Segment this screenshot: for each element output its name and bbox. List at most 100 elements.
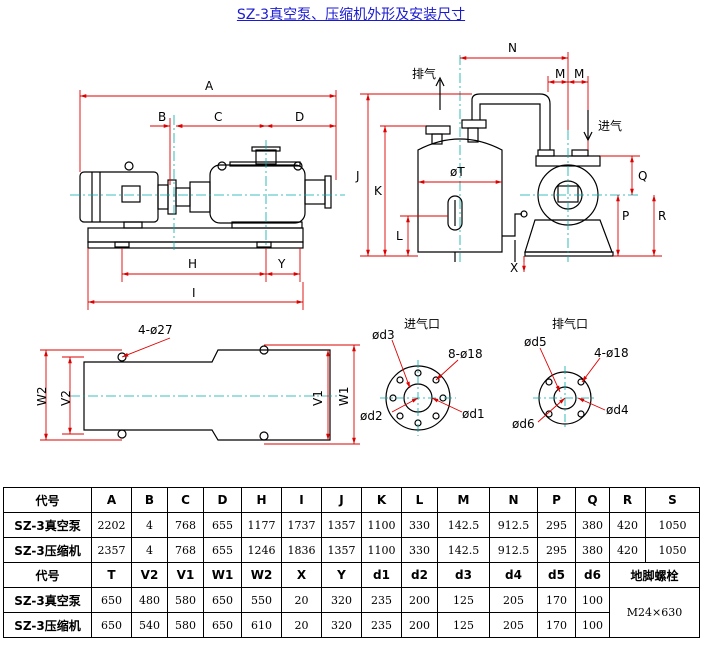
table-cell: 170	[537, 612, 576, 638]
table-cell: 1737	[281, 512, 322, 538]
table-cell: 650	[203, 612, 242, 638]
table-cell-model: SZ-3真空泵	[3, 587, 92, 613]
table-cell: 330	[401, 537, 438, 563]
table-header-cell: C	[167, 487, 204, 513]
dim-d6: ød6	[512, 417, 535, 431]
table-cell: 235	[361, 612, 402, 638]
table-header-cell: V2	[131, 562, 168, 588]
dim-W2: W2	[35, 387, 49, 407]
table-row: SZ-3压缩机 2357 4 768 655 1246 1836 1357 11…	[3, 537, 700, 563]
table-header-cell: d5	[537, 562, 576, 588]
table-header-cell: H	[241, 487, 282, 513]
table-header-cell: K	[361, 487, 402, 513]
dim-d1: ød1	[462, 407, 485, 421]
table-cell: 20	[281, 612, 322, 638]
table-cell: 100	[575, 612, 610, 638]
table-header-cell: L	[401, 487, 438, 513]
table-header-cell: 代号	[3, 562, 92, 588]
table-cell: 20	[281, 587, 322, 613]
dim-V2: V2	[59, 390, 73, 406]
exhaust-label: 排气	[412, 66, 436, 81]
table-cell: 650	[91, 612, 132, 638]
table-cell: 205	[489, 587, 538, 613]
table-cell: 125	[437, 612, 490, 638]
front-dim-lines	[79, 90, 337, 310]
table-header-cell: 代号	[3, 487, 92, 513]
inlet-bolts: 8-ø18	[448, 347, 483, 361]
dim-C: C	[214, 110, 222, 124]
table-cell: 1050	[645, 537, 700, 563]
table-cell: 655	[203, 537, 242, 563]
table-cell: 2202	[91, 512, 132, 538]
table-cell: 1357	[321, 512, 362, 538]
dim-d5: ød5	[524, 335, 547, 349]
table-cell: 1100	[361, 512, 402, 538]
table-cell: 4	[131, 537, 168, 563]
table-cell: 142.5	[437, 512, 490, 538]
intake-label: 进气	[598, 118, 622, 133]
dim-J: J	[355, 169, 360, 183]
table-header-cell: D	[203, 487, 242, 513]
table-cell: 550	[241, 587, 282, 613]
table-cell: 380	[575, 537, 610, 563]
table-cell: 1357	[321, 537, 362, 563]
side-dim-lines	[360, 52, 662, 272]
table-cell-model: SZ-3压缩机	[3, 537, 92, 563]
table-cell: 1246	[241, 537, 282, 563]
table-header-row-1: 代号 A B C D H I J K L M N P Q R S	[3, 487, 700, 513]
side-view	[417, 93, 614, 262]
dim-A: A	[205, 79, 214, 93]
front-view	[79, 146, 332, 249]
table-cell: 295	[537, 512, 576, 538]
table-cell: 1836	[281, 537, 322, 563]
plan-dim-lines	[40, 337, 360, 445]
inlet-flange-title: 进气口	[404, 316, 440, 331]
outlet-bolts: 4-ø18	[594, 346, 629, 360]
spec-table: 代号 A B C D H I J K L M N P Q R S SZ-3真空泵…	[3, 487, 700, 638]
dim-M1: M	[555, 67, 565, 81]
table-cell: 4	[131, 512, 168, 538]
table-cell: 420	[609, 512, 646, 538]
dim-Q: Q	[638, 169, 647, 183]
front-centerlines	[70, 115, 345, 250]
table-header-cell: W1	[203, 562, 242, 588]
dim-N: N	[508, 41, 517, 55]
table-cell: 610	[241, 612, 282, 638]
table-cell: 480	[131, 587, 168, 613]
table-header-cell: d3	[437, 562, 490, 588]
table-cell: 768	[167, 537, 204, 563]
dim-B: B	[158, 110, 166, 124]
table-cell: 768	[167, 512, 204, 538]
table-row: SZ-3压缩机 650 540 580 650 610 20 320 235 2…	[3, 612, 700, 638]
outlet-flange-title: 排气口	[552, 316, 588, 331]
dim-Y: Y	[277, 257, 286, 271]
table-cell: 205	[489, 612, 538, 638]
table-cell: 650	[91, 587, 132, 613]
table-cell: 580	[167, 587, 204, 613]
dim-M2: M	[574, 67, 584, 81]
dim-R: R	[658, 209, 666, 223]
dim-d4: ød4	[606, 403, 629, 417]
table-cell: 380	[575, 512, 610, 538]
table-cell: 1100	[361, 537, 402, 563]
table-cell: 295	[537, 537, 576, 563]
table-header-cell: Q	[575, 487, 610, 513]
table-header-row-2: 代号 T V2 V1 W1 W2 X Y d1 d2 d3 d4 d5 d6 地…	[3, 562, 700, 588]
table-cell: 100	[575, 587, 610, 613]
table-cell: 200	[401, 612, 438, 638]
table-cell: 540	[131, 612, 168, 638]
side-centerlines	[459, 55, 640, 262]
table-header-cell: P	[537, 487, 576, 513]
dim-d2: ød2	[360, 409, 383, 423]
table-header-cell: Y	[321, 562, 362, 588]
flow-arrows	[435, 76, 593, 142]
table-header-cell: R	[609, 487, 646, 513]
table-header-cell: S	[645, 487, 700, 513]
plan-view	[83, 345, 331, 441]
plan-holes: 4-ø27	[138, 323, 173, 337]
table-header-cell: I	[281, 487, 322, 513]
table-header-cell: d4	[489, 562, 538, 588]
table-cell: 655	[203, 512, 242, 538]
table-cell-bolt-spec: M24×630	[609, 587, 700, 638]
table-row: SZ-3真空泵 2202 4 768 655 1177 1737 1357 11…	[3, 512, 700, 538]
